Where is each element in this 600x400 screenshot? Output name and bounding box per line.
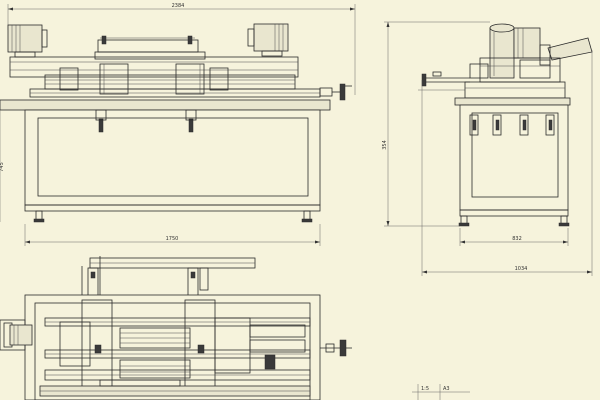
top-view-rails (39, 299, 311, 397)
side-upper-beam (454, 81, 571, 106)
top-view (0, 256, 352, 400)
front-bottom-dimension: 1750 (24, 224, 321, 246)
side-overall-width-label: 1034 (515, 266, 528, 272)
front-height-label: 745 (0, 162, 5, 172)
side-base-dimension: 832 (459, 228, 569, 246)
front-overall-width-label: 2384 (172, 3, 185, 9)
front-handwheel (319, 83, 352, 101)
top-view-table (0, 294, 321, 400)
side-overall-dimension: 1034 (421, 50, 593, 276)
side-view: 354 832 1034 (382, 21, 593, 276)
front-top-dimension: 2384 (7, 3, 356, 95)
side-base-width-label: 832 (512, 236, 522, 242)
side-motor-assembly (469, 23, 593, 83)
title-label-a: 1:5 (421, 386, 429, 392)
side-height-label: 354 (382, 140, 388, 150)
side-frame (458, 104, 570, 227)
front-view: 2384 (0, 3, 356, 246)
side-feed-shaft (418, 71, 470, 91)
left-motor (7, 24, 48, 58)
top-view-handwheel (320, 339, 352, 357)
front-frame-width-label: 1750 (166, 236, 179, 242)
front-upper-carriage (9, 35, 321, 98)
title-block-marks: 1:5 A3 (412, 384, 470, 400)
front-side-dimension: 745 (0, 100, 5, 222)
front-frame (0, 99, 331, 223)
right-motor (247, 23, 289, 57)
title-label-b: A3 (443, 386, 450, 392)
